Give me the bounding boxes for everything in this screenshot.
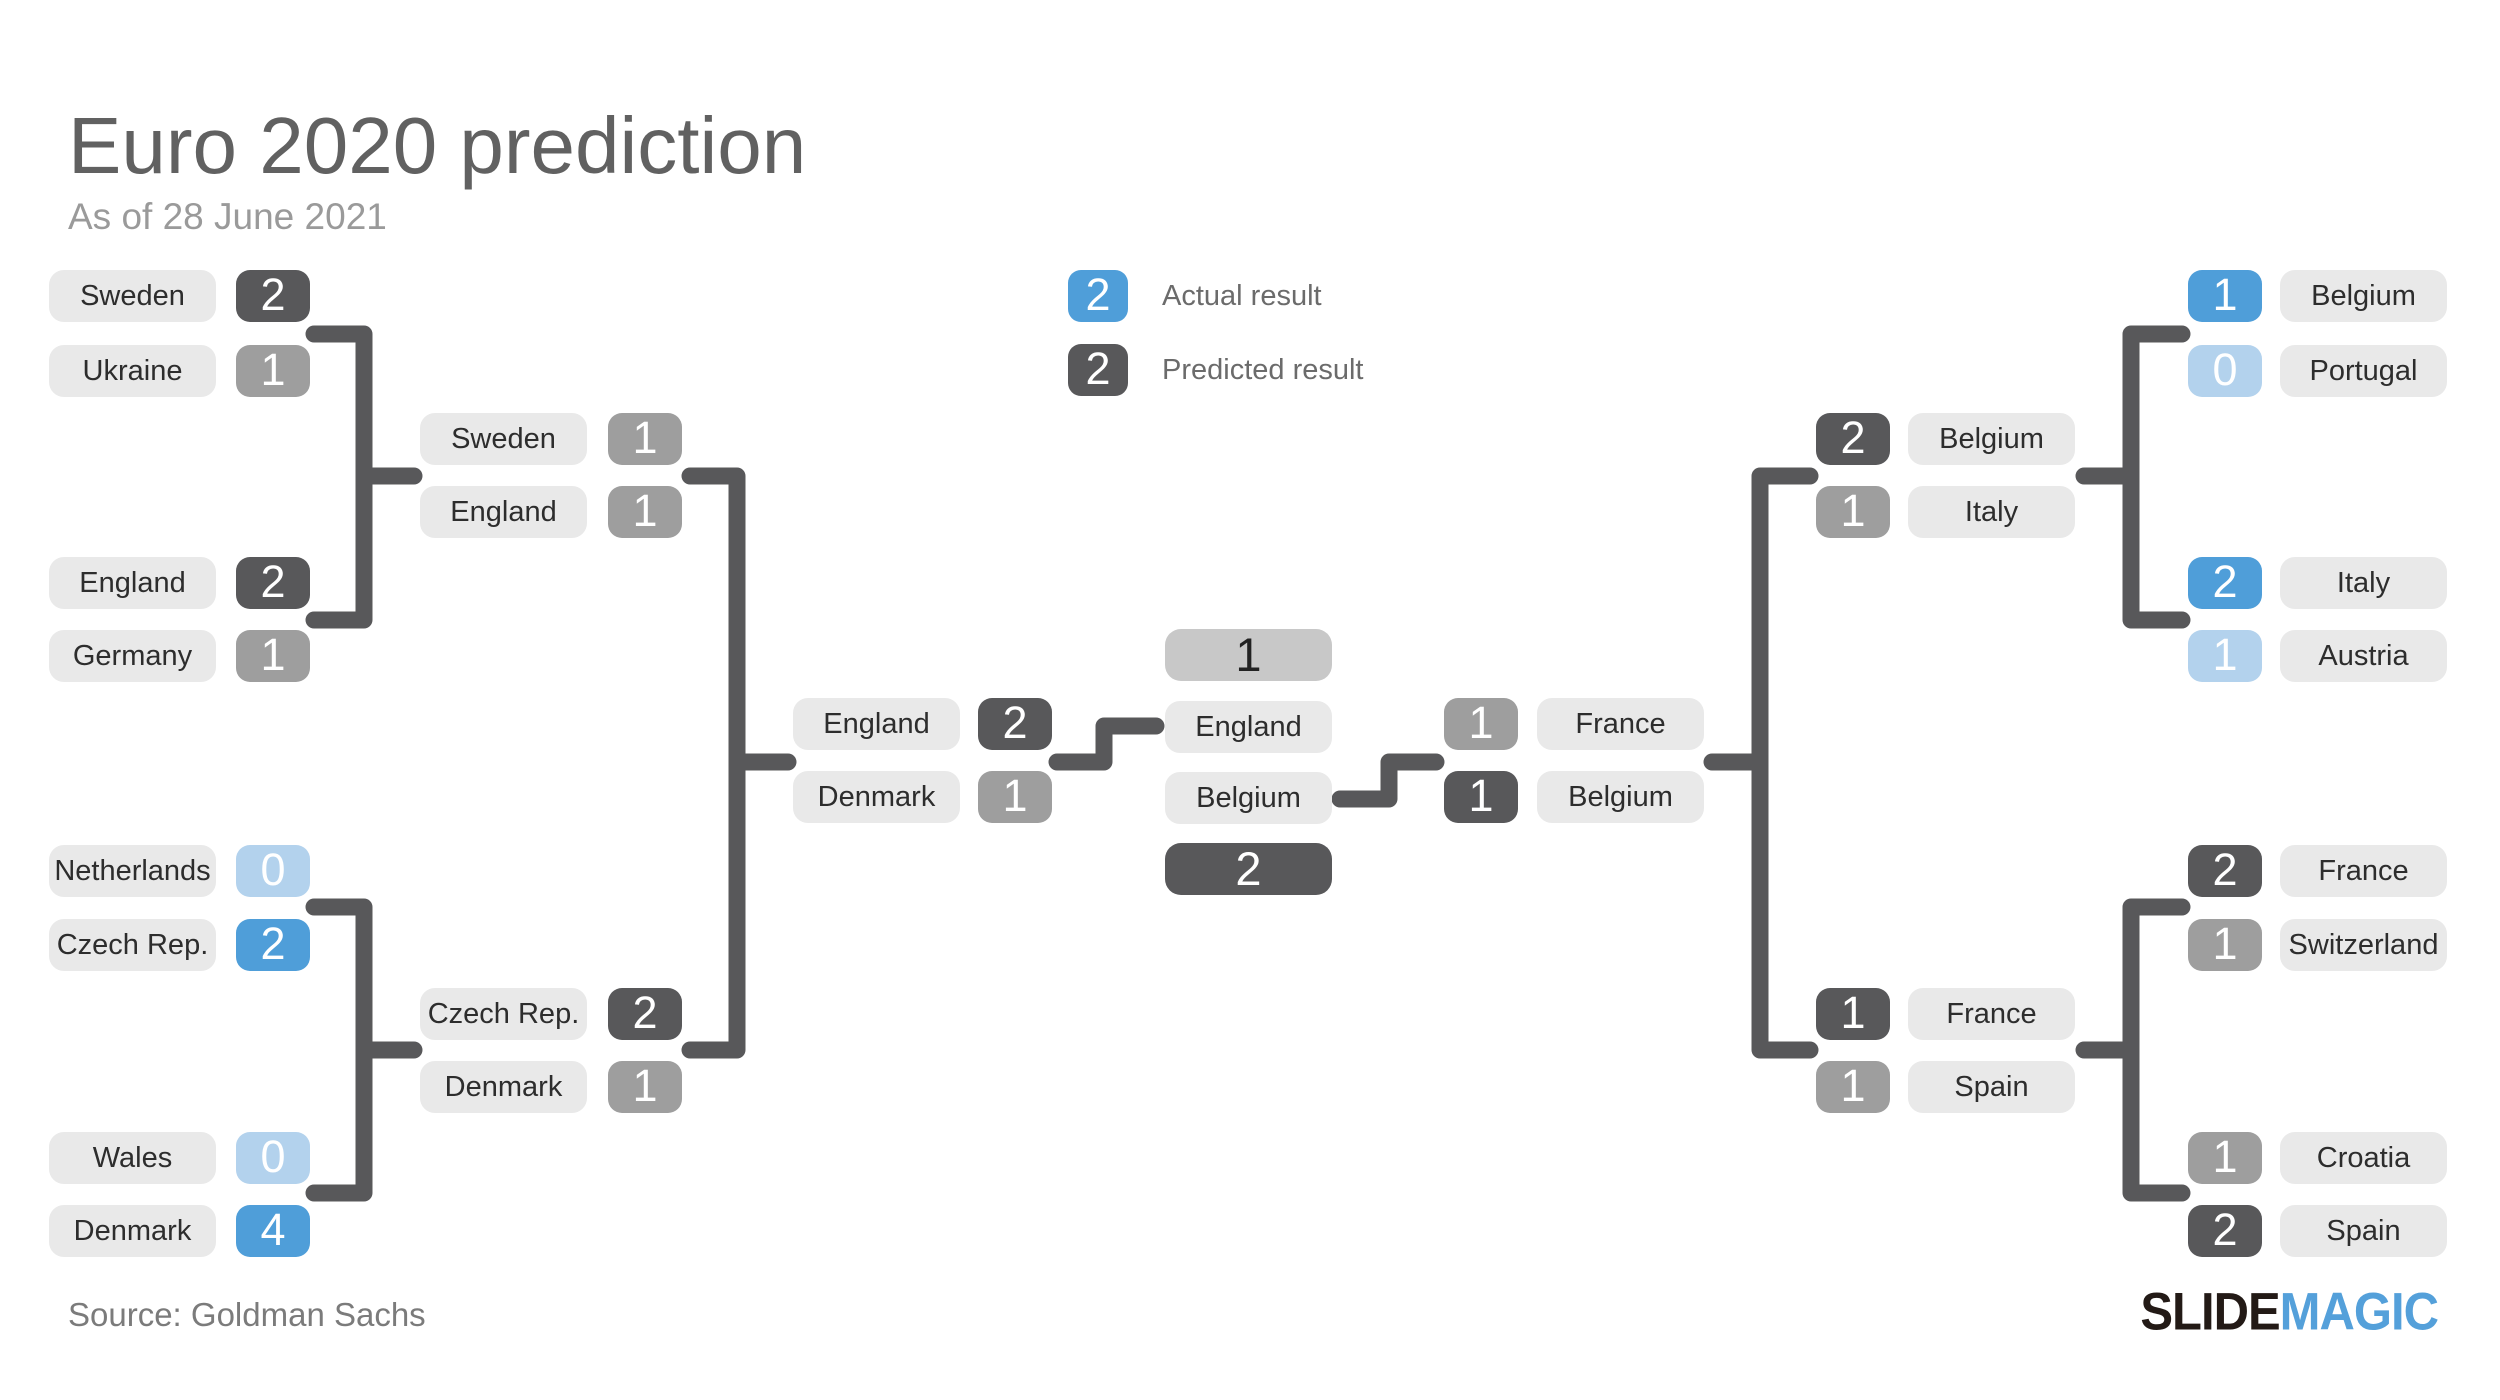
team-label-spain-r16: Spain xyxy=(2280,1205,2447,1257)
team-label-belgium-sf: Belgium xyxy=(1537,771,1704,823)
page-subtitle: As of 28 June 2021 xyxy=(68,196,387,237)
team-label-italy-qf: Italy xyxy=(1908,486,2075,538)
team-label-sweden-r16: Sweden xyxy=(49,270,216,322)
score-switzerland: 1 xyxy=(2188,918,2262,971)
score-czech-rep-r16: 2 xyxy=(236,918,310,971)
team-label-portugal: Portugal xyxy=(2280,345,2447,397)
page-title: Euro 2020 prediction xyxy=(68,101,807,190)
team-label-czech-rep-qf: Czech Rep. xyxy=(420,988,587,1040)
team-label-ukraine: Ukraine xyxy=(49,345,216,397)
score-denmark-sf: 1 xyxy=(978,770,1052,823)
connector-r16-right-top xyxy=(2075,325,2191,629)
score-england-r16: 2 xyxy=(236,556,310,609)
team-label-belgium-qf: Belgium xyxy=(1908,413,2075,465)
team-label-italy-r16: Italy xyxy=(2280,557,2447,609)
team-label-france-qf: France xyxy=(1908,988,2075,1040)
team-label-sweden-qf: Sweden xyxy=(420,413,587,465)
connector-final-to-sf-right xyxy=(1331,753,1445,808)
connector-sf-left-to-final xyxy=(1048,717,1165,771)
score-portugal: 0 xyxy=(2188,344,2262,397)
final-score-belgium: 2 xyxy=(1165,842,1332,895)
score-belgium-sf: 1 xyxy=(1444,770,1518,823)
score-ukraine: 1 xyxy=(236,344,310,397)
score-czech-rep-qf: 2 xyxy=(608,987,682,1040)
team-label-czech-rep-r16: Czech Rep. xyxy=(49,919,216,971)
team-label-austria: Austria xyxy=(2280,630,2447,682)
score-croatia: 1 xyxy=(2188,1131,2262,1184)
score-germany: 1 xyxy=(236,629,310,682)
score-denmark-qf: 1 xyxy=(608,1060,682,1113)
team-label-belgium-r16: Belgium xyxy=(2280,270,2447,322)
connector-r16-left-top xyxy=(305,325,423,629)
score-spain-qf: 1 xyxy=(1816,1060,1890,1113)
team-label-england-sf: England xyxy=(793,698,960,750)
team-label-france-sf: France xyxy=(1537,698,1704,750)
team-label-england-qf: England xyxy=(420,486,587,538)
legend-actual-label: Actual result xyxy=(1162,279,1322,312)
score-france-r16: 2 xyxy=(2188,844,2262,897)
team-label-france-r16: France xyxy=(2280,845,2447,897)
team-label-germany: Germany xyxy=(49,630,216,682)
final-score-england: 1 xyxy=(1165,628,1332,681)
score-england-sf: 2 xyxy=(978,697,1052,750)
team-label-denmark-qf: Denmark xyxy=(420,1061,587,1113)
legend-predicted-chip: 2 xyxy=(1068,343,1128,396)
logo-text-magic: MAGIC xyxy=(2279,1282,2439,1342)
team-label-wales: Wales xyxy=(49,1132,216,1184)
team-label-netherlands: Netherlands xyxy=(49,845,216,897)
score-france-sf: 1 xyxy=(1444,697,1518,750)
score-sweden-r16: 2 xyxy=(236,269,310,322)
score-austria: 1 xyxy=(2188,629,2262,682)
connector-qf-right xyxy=(1703,467,1819,1059)
team-label-croatia: Croatia xyxy=(2280,1132,2447,1184)
score-netherlands: 0 xyxy=(236,844,310,897)
score-denmark-r16: 4 xyxy=(236,1204,310,1257)
team-label-denmark-sf: Denmark xyxy=(793,771,960,823)
legend-predicted-label: Predicted result xyxy=(1162,353,1364,386)
connector-r16-left-bottom xyxy=(305,898,423,1202)
score-belgium-r16: 1 xyxy=(2188,269,2262,322)
score-spain-r16: 2 xyxy=(2188,1204,2262,1257)
team-label-spain-qf: Spain xyxy=(1908,1061,2075,1113)
score-italy-qf: 1 xyxy=(1816,485,1890,538)
team-label-england-r16: England xyxy=(49,557,216,609)
score-italy-r16: 2 xyxy=(2188,556,2262,609)
score-sweden-qf: 1 xyxy=(608,412,682,465)
team-label-denmark-r16: Denmark xyxy=(49,1205,216,1257)
score-wales: 0 xyxy=(236,1131,310,1184)
connector-r16-right-bottom xyxy=(2075,898,2191,1202)
logo-text-slide: SLIDE xyxy=(2140,1282,2280,1342)
connector-qf-left xyxy=(681,467,797,1059)
score-france-qf: 1 xyxy=(1816,987,1890,1040)
team-label-england-final: England xyxy=(1165,701,1332,753)
source-note: Source: Goldman Sachs xyxy=(68,1296,426,1333)
team-label-switzerland: Switzerland xyxy=(2280,919,2447,971)
legend-actual-chip: 2 xyxy=(1068,269,1128,322)
slidemagic-logo: SLIDEMAGIC xyxy=(2140,1282,2439,1342)
score-england-qf: 1 xyxy=(608,485,682,538)
score-belgium-qf: 2 xyxy=(1816,412,1890,465)
team-label-belgium-final: Belgium xyxy=(1165,772,1332,824)
